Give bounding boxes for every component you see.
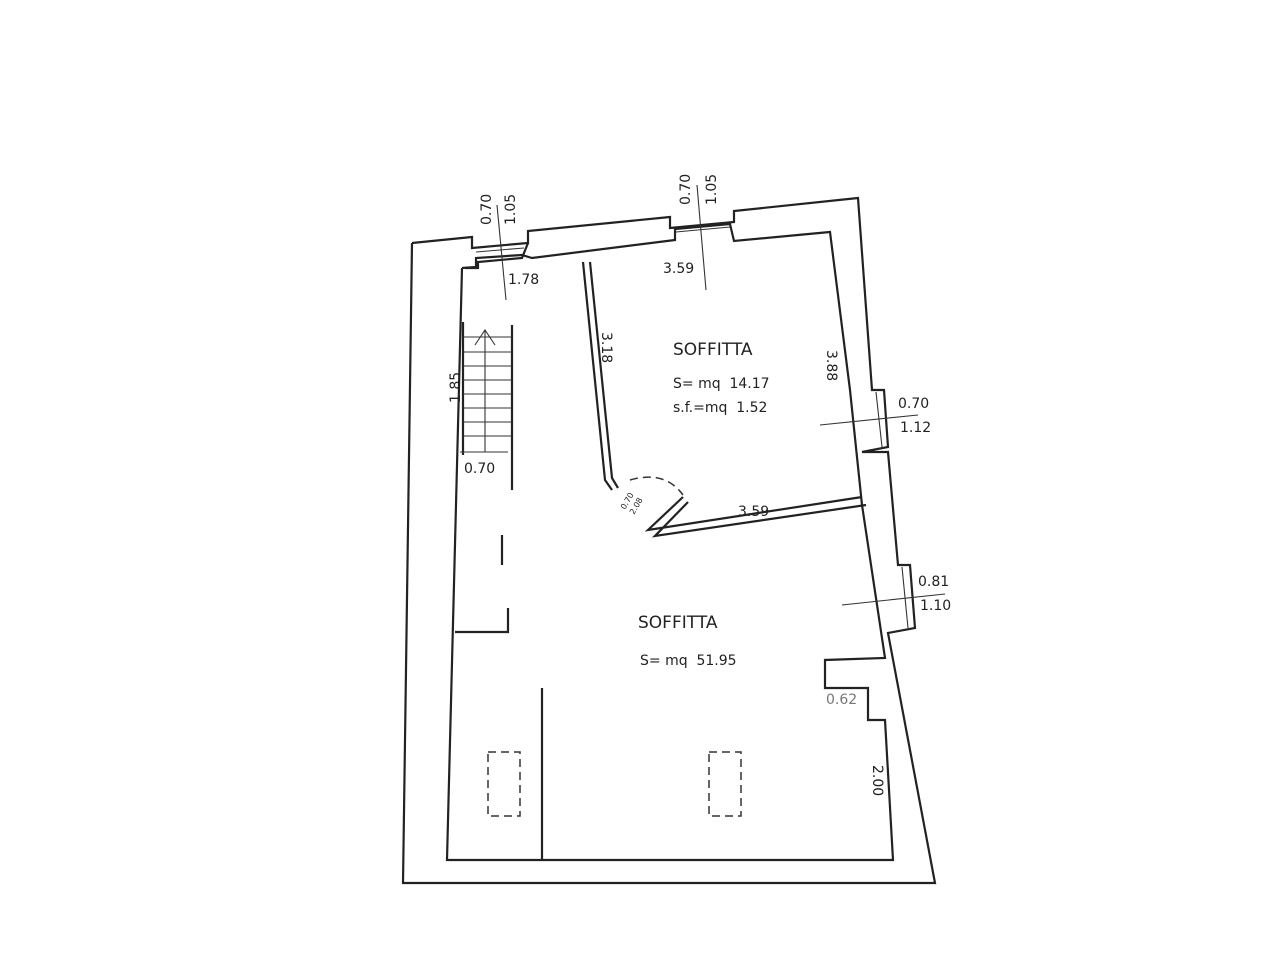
dim-text: 1.05 <box>704 174 720 205</box>
dim-line <box>696 184 707 291</box>
dim-text: 1.85 <box>448 372 464 403</box>
dim-text: 2.00 <box>869 765 885 796</box>
partition-wall <box>581 261 613 491</box>
room-name: SOFFITTA <box>673 340 753 360</box>
dim-text: 0.70 <box>464 461 495 477</box>
dim-text: 3.88 <box>823 350 839 381</box>
dim-line <box>496 204 507 301</box>
dim-text: 3.59 <box>663 261 694 277</box>
room-name: SOFFITTA <box>638 613 718 633</box>
dim-text: 1.10 <box>920 598 951 614</box>
inner-wall-main <box>445 222 895 862</box>
dim-text: 0.70 <box>898 396 929 412</box>
partition-wall <box>644 495 863 532</box>
room-area: S= mq 14.17 <box>673 376 770 392</box>
dim-text: 0.81 <box>918 574 949 590</box>
outer-wall <box>401 196 937 885</box>
dim-text: 0.62 <box>826 692 857 708</box>
door-swing <box>629 476 684 496</box>
dim-text: 3.18 <box>598 332 614 363</box>
dim-line <box>819 414 919 426</box>
skylight-1 <box>487 751 521 817</box>
room-area: S= mq 51.95 <box>640 653 737 669</box>
dim-text: 1.05 <box>503 194 519 225</box>
room-sf: s.f.=mq 1.52 <box>673 400 767 416</box>
dim-text: 0.70 <box>678 174 694 205</box>
dim-text: 1.78 <box>508 272 539 288</box>
partition-wall <box>588 261 619 489</box>
low-wall <box>455 608 510 634</box>
staircase <box>460 322 514 490</box>
dim-line <box>841 593 946 606</box>
partition-wall <box>651 501 867 538</box>
dim-text: 0.70 <box>479 194 495 225</box>
window-2 <box>675 226 731 233</box>
window-1 <box>475 247 525 253</box>
dim-text: 3.59 <box>738 504 769 520</box>
dim-text: 1.12 <box>900 420 931 436</box>
skylight-2 <box>708 751 742 817</box>
window-4 <box>901 566 909 629</box>
